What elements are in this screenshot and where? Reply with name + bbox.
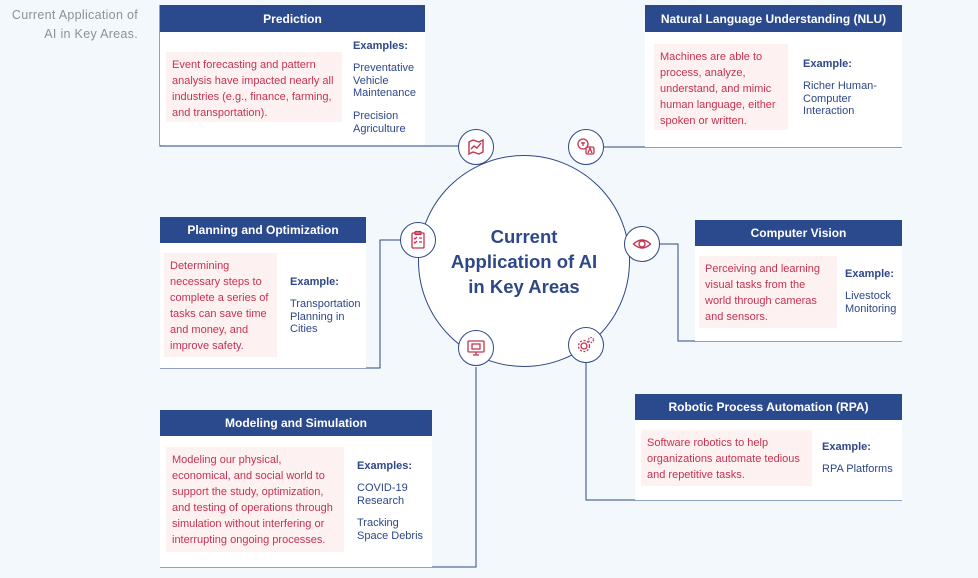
rpa-example-item: RPA Platforms [822, 463, 893, 475]
prediction-title: Prediction [160, 5, 425, 32]
planning-title: Planning and Optimization [160, 217, 366, 243]
nlu-example-item: Richer Human-Computer Interaction [803, 80, 877, 117]
modeling-description: Modeling our physical, economical, and s… [166, 447, 344, 552]
vision-example-label: Example: [845, 268, 894, 280]
vision-description: Perceiving and learning visual tasks fro… [699, 256, 837, 328]
planning-description: Determining necessary steps to complete … [164, 253, 277, 357]
trend-map-icon [458, 129, 494, 165]
vision-example-item: Livestock Monitoring [845, 290, 897, 315]
clipboard-checklist-icon [400, 222, 436, 258]
planning-example-item: Transportation Planning in Cities [290, 298, 361, 335]
connector-rpa [585, 363, 902, 501]
nlu-description: Machines are able to process, analyze, u… [654, 44, 788, 130]
gears-icon [568, 327, 604, 363]
vision-title: Computer Vision [695, 220, 902, 246]
translate-icon [568, 129, 604, 165]
hub-title: Current Application of AI in Key Areas [450, 225, 598, 297]
modeling-example-item: COVID-19 Research [357, 482, 408, 507]
modeling-example-item: Tracking Space Debris [357, 517, 424, 542]
rpa-title: Robotic Process Automation (RPA) [635, 394, 902, 420]
planning-example-label: Example: [290, 276, 339, 288]
connector-modeling [160, 367, 477, 568]
connector-planning [160, 239, 400, 369]
prediction-example-item: Preventative Vehicle Maintenance [353, 62, 416, 99]
modeling-title: Modeling and Simulation [160, 410, 432, 436]
rpa-example-label: Example: [822, 441, 871, 453]
nlu-title: Natural Language Understanding (NLU) [645, 5, 902, 32]
corner-title: Current Application of AI in Key Areas. [11, 8, 138, 41]
nlu-example-label: Example: [803, 58, 852, 70]
prediction-example-item: Precision Agriculture [353, 110, 406, 135]
eye-icon [624, 226, 660, 262]
connector-vision [658, 243, 902, 342]
prediction-description: Event forecasting and pattern analysis h… [166, 52, 342, 122]
prediction-example-label: Examples: [353, 40, 409, 52]
monitor-icon [458, 330, 494, 366]
modeling-example-label: Examples: [357, 460, 413, 472]
rpa-description: Software robotics to help organizations … [641, 430, 812, 486]
